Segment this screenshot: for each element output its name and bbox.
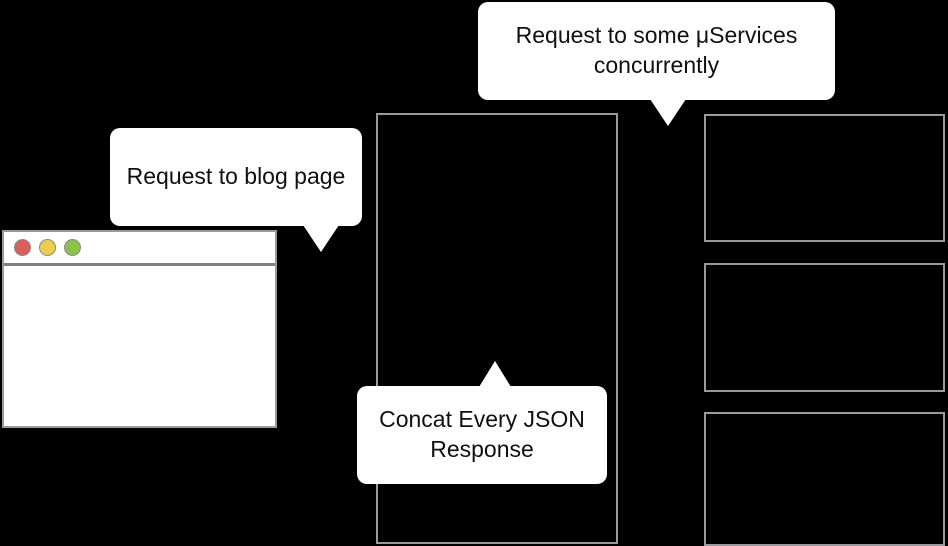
callout-request-to-microservices-label: Request to some μServices concurrently: [515, 22, 798, 78]
callout-request-to-microservices: Request to some μServices concurrently: [478, 2, 835, 100]
close-button-dot[interactable]: [14, 239, 31, 256]
callout-request-to-microservices-tail-icon: [650, 99, 686, 126]
callout-concat-json-response: Concat Every JSON Response: [357, 386, 607, 484]
blog-page-browser-window[interactable]: [2, 230, 277, 428]
maximize-button-dot[interactable]: [64, 239, 81, 256]
microservice-box-2: [704, 263, 945, 392]
browser-viewport: [4, 266, 275, 426]
minimize-button-dot[interactable]: [39, 239, 56, 256]
microservice-box-1: [704, 114, 945, 242]
callout-request-to-blog-page-label: Request to blog page: [126, 163, 346, 190]
callout-concat-json-response-label: Concat Every JSON Response: [379, 406, 585, 462]
microservice-box-3: [704, 412, 945, 546]
callout-request-to-blog-page: Request to blog page: [110, 128, 362, 226]
callout-concat-json-response-tail-icon: [479, 361, 511, 387]
browser-titlebar: [4, 232, 275, 266]
callout-request-to-blog-page-tail-icon: [303, 225, 339, 252]
